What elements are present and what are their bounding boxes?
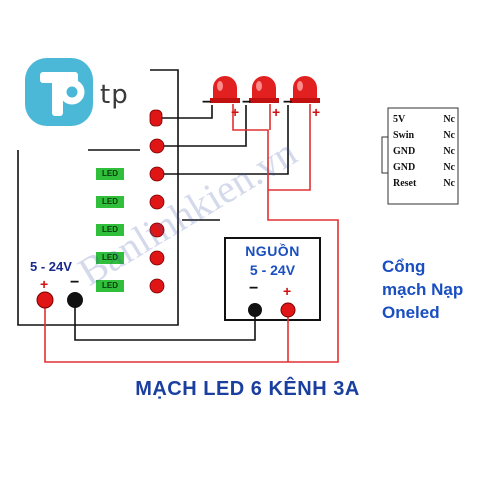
port-pin-value: Nc	[443, 146, 455, 157]
port-pin-label: 5V	[393, 114, 406, 125]
port-pin-label: GND	[393, 146, 416, 157]
led-channel-label: LED	[96, 224, 124, 236]
port-row: GND Nc	[393, 162, 455, 173]
port-pin-value: Nc	[443, 162, 455, 173]
led-plus-mark: +	[312, 104, 321, 120]
psu-minus-sign: −	[249, 280, 259, 297]
led-2-icon	[249, 76, 279, 103]
psu-box	[224, 237, 321, 321]
port-pin-label: Reset	[393, 178, 417, 189]
port-row: 5V Nc	[393, 114, 455, 125]
board-plus-terminal	[36, 291, 54, 309]
main-title: MẠCH LED 6 KÊNH 3A	[135, 378, 360, 400]
port-pin-value: Nc	[443, 130, 455, 141]
led-channel-label: LED	[96, 196, 124, 208]
port-pin-value: Nc	[443, 114, 455, 125]
psu-title: NGUỒN	[245, 243, 300, 259]
led-minus-mark: −	[283, 94, 293, 111]
led-channel-label: LED	[96, 252, 124, 264]
led-plus-mark: +	[272, 104, 281, 120]
controller-board	[17, 69, 179, 326]
psu-plus-terminal	[280, 302, 296, 318]
led-plus-mark: +	[231, 104, 240, 120]
board-plus-sign: +	[40, 276, 49, 292]
red-common-wires	[44, 104, 339, 363]
led-channel-label: LED	[96, 168, 124, 180]
board-terminals	[149, 109, 165, 294]
port-pin-label: GND	[393, 162, 416, 173]
side-title-line: Cổng	[382, 257, 426, 276]
board-minus-terminal	[67, 292, 83, 308]
port-row: GND Nc	[393, 146, 455, 157]
led-wires	[157, 105, 289, 221]
port-row: Swin Nc	[393, 130, 455, 141]
led-channel-label: LED	[96, 280, 124, 292]
psu-minus-terminal	[248, 303, 262, 317]
negative-wire	[74, 300, 256, 341]
psu-plus-sign: +	[283, 283, 292, 299]
side-title-line: mạch Nạp	[382, 280, 464, 299]
led-1-icon	[210, 76, 240, 103]
led-3-icon	[290, 76, 320, 103]
port-row: Reset Nc	[393, 178, 455, 189]
psu-voltage: 5 - 24V	[249, 262, 296, 278]
logo-text: tp	[100, 80, 129, 110]
side-title-line: Oneled	[382, 303, 440, 322]
led-minus-mark: −	[242, 94, 252, 111]
tp-link-logo-icon	[25, 58, 93, 126]
board-voltage-label: 5 - 24V	[30, 259, 72, 274]
programming-port	[381, 107, 459, 205]
port-pin-value: Nc	[443, 178, 455, 189]
led-minus-mark: −	[202, 94, 212, 111]
port-pin-label: Swin	[393, 130, 415, 141]
board-minus-sign: −	[70, 274, 80, 291]
